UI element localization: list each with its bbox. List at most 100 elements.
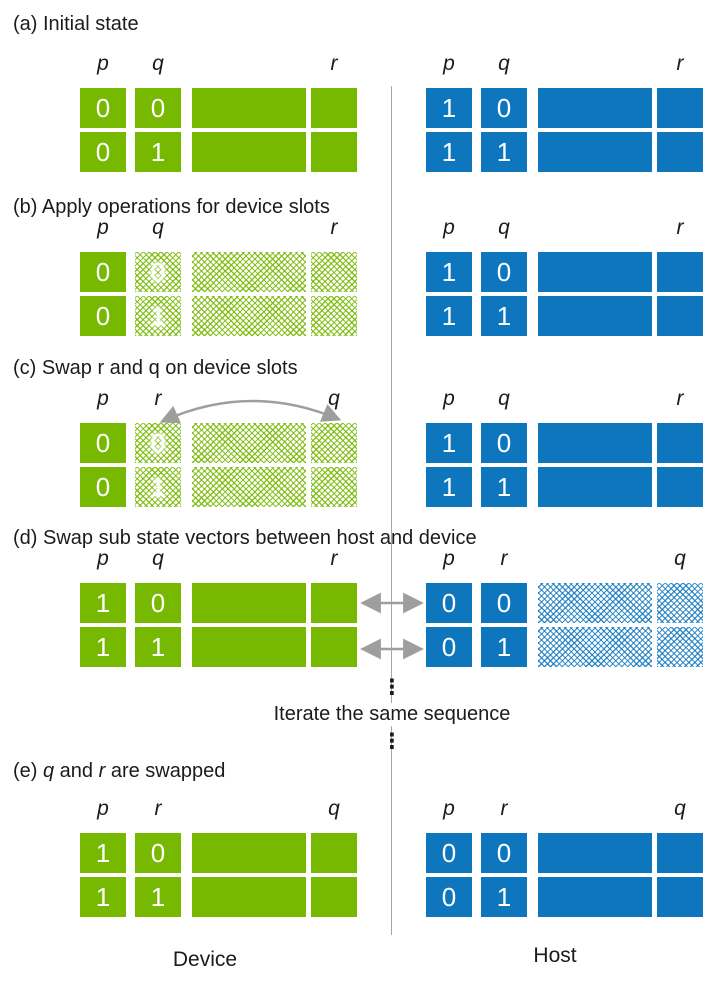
device-table-c: p r q 0 0 0 1 (80, 387, 357, 511)
qubit-value: 1 (441, 257, 457, 287)
column-headers: p r q (80, 797, 357, 827)
ellipsis-dots: ⋮ (242, 677, 542, 699)
qubit-cell: 1 (426, 423, 472, 463)
qubit-cell: 1 (481, 627, 527, 667)
qubit-value: 0 (441, 882, 457, 912)
qubit-value: 0 (496, 428, 512, 458)
qubit-value: 1 (150, 301, 166, 331)
subvector-small-block (311, 88, 357, 128)
qubit-value: 0 (150, 588, 166, 618)
subvector-wide-block-hatched (192, 252, 306, 292)
qubit-cell: 1 (80, 833, 126, 873)
column-label-q: q (152, 52, 164, 75)
qubit-cell: 0 (426, 877, 472, 917)
qubit-cell: 1 (135, 627, 181, 667)
subvector-small-block-hatched (657, 583, 703, 623)
column-headers: p q r (80, 547, 357, 577)
host-device-swap-arrows (360, 592, 424, 660)
qubit-value: 1 (95, 632, 111, 662)
title-text: are swapped (105, 760, 226, 782)
qubit-value: 0 (150, 257, 166, 287)
column-label-q: q (674, 547, 686, 570)
state-row: 0 0 (80, 88, 357, 128)
qubit-value: 0 (150, 93, 166, 123)
state-row: 1 0 (426, 252, 703, 292)
dots-glyph: ⋮ (381, 676, 403, 699)
column-headers: p q r (426, 52, 703, 82)
column-label-p: p (443, 52, 455, 75)
qubit-value: 1 (95, 588, 111, 618)
subvector-wide-block (538, 833, 652, 873)
state-row: 1 1 (426, 132, 703, 172)
title-text: and (54, 760, 99, 782)
qubit-cell: 1 (481, 132, 527, 172)
qubit-cell: 0 (80, 467, 126, 507)
qubit-cell: 0 (80, 132, 126, 172)
column-label-r: r (676, 216, 684, 239)
column-label-p: p (97, 216, 109, 239)
column-label-p: p (97, 797, 109, 820)
qubit-value: 0 (95, 472, 111, 502)
qubit-value: 0 (95, 428, 111, 458)
column-label-q: q (498, 216, 510, 239)
title-q-italic: q (43, 760, 55, 782)
host-table-c: p q r 1 0 1 1 (426, 387, 703, 511)
panel-title-a: (a) Initial state (13, 13, 139, 35)
column-label-r: r (154, 797, 162, 820)
column-label-p: p (443, 547, 455, 570)
column-headers: p q r (426, 216, 703, 246)
column-label-r: r (154, 387, 162, 410)
column-headers: p r q (426, 797, 703, 827)
qubit-cell: 0 (135, 833, 181, 873)
subvector-small-block-hatched (311, 296, 357, 336)
subvector-wide-block-hatched (192, 423, 306, 463)
ellipsis-dots: ⋮ (242, 731, 542, 753)
subvector-wide-block (192, 627, 306, 667)
column-label-r: r (330, 216, 338, 239)
qubit-value: 1 (441, 301, 457, 331)
qubit-value: 1 (441, 472, 457, 502)
qubit-value: 1 (496, 472, 512, 502)
subvector-small-block-hatched (657, 627, 703, 667)
qubit-cell-hatched: 0 (135, 423, 181, 463)
column-label-q: q (328, 797, 340, 820)
column-headers: p q r (426, 387, 703, 417)
subvector-small-block (657, 467, 703, 507)
column-label-q: q (498, 52, 510, 75)
state-row: 0 0 (80, 423, 357, 463)
state-row: 1 0 (426, 423, 703, 463)
state-row: 1 1 (426, 467, 703, 507)
qubit-value: 0 (95, 301, 111, 331)
subvector-small-block (311, 583, 357, 623)
column-label-p: p (443, 216, 455, 239)
qubit-value: 0 (441, 588, 457, 618)
column-label-p: p (443, 797, 455, 820)
column-label-p: p (97, 547, 109, 570)
title-r-italic: r (98, 760, 106, 782)
qubit-cell: 0 (80, 296, 126, 336)
qubit-cell: 0 (481, 88, 527, 128)
qubit-value: 0 (95, 257, 111, 287)
dots-glyph: ⋮ (381, 730, 403, 753)
subvector-small-block-hatched (311, 252, 357, 292)
host-label: Host (533, 944, 577, 967)
subvector-wide-block (192, 132, 306, 172)
state-row: 1 1 (80, 627, 357, 667)
qubit-cell: 1 (80, 877, 126, 917)
qubit-cell: 0 (426, 583, 472, 623)
qubit-cell: 0 (135, 88, 181, 128)
qubit-cell: 0 (426, 627, 472, 667)
state-row: 0 1 (426, 877, 703, 917)
subvector-small-block-hatched (311, 467, 357, 507)
state-row: 0 0 (426, 833, 703, 873)
swap-arrow-curved (159, 399, 342, 424)
panel-title-e: (e) q and r are swapped (13, 760, 225, 783)
subvector-small-block (657, 132, 703, 172)
column-headers: p q r (80, 52, 357, 82)
column-label-r: r (330, 547, 338, 570)
subvector-small-block (657, 877, 703, 917)
host-table-a: p q r 1 0 1 1 (426, 52, 703, 176)
column-label-q: q (152, 547, 164, 570)
column-label-q: q (152, 216, 164, 239)
